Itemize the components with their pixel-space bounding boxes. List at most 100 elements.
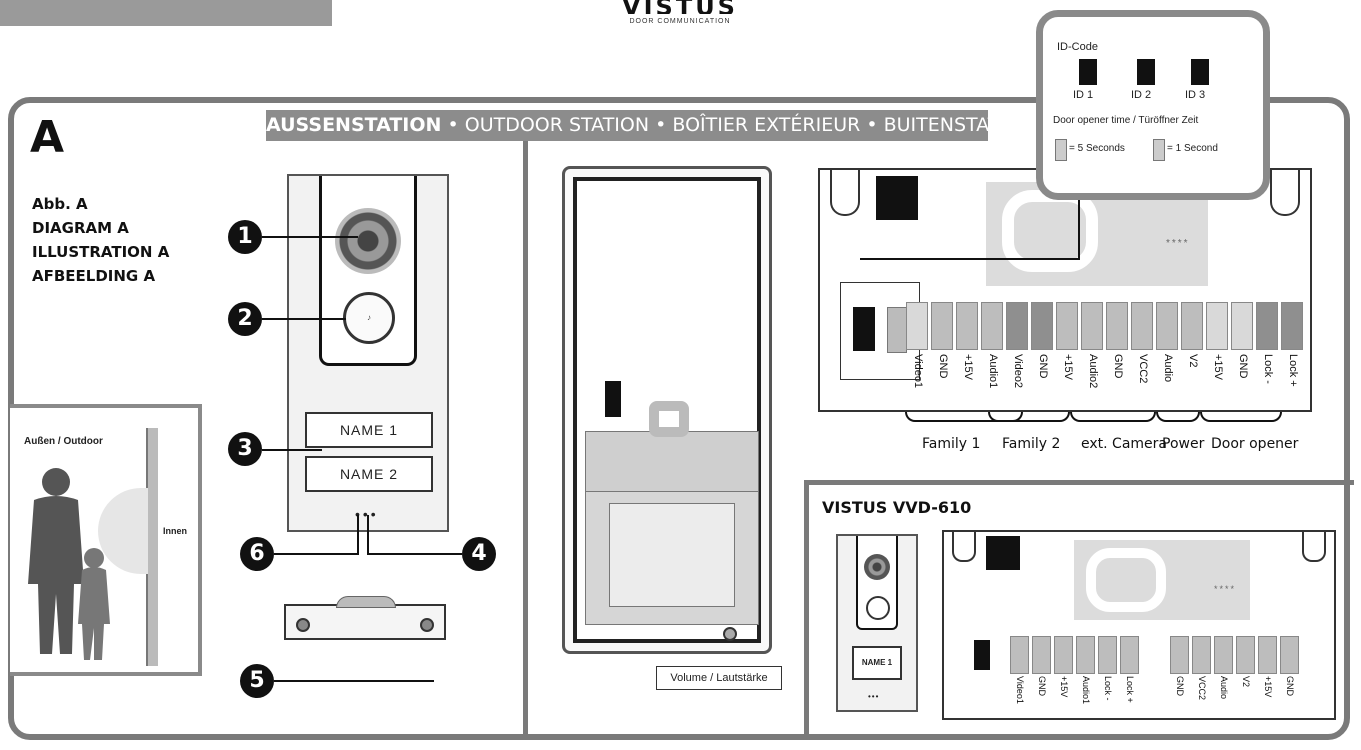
- mic-dots: •••: [355, 506, 379, 522]
- terminal-screw: [1256, 302, 1278, 350]
- vvd610-stars: ****: [1214, 584, 1237, 594]
- station-bottom-view: [284, 604, 446, 640]
- section-letter: A: [30, 112, 65, 163]
- terminal-screw: [1281, 302, 1303, 350]
- banner-part-nl: BUITENSTATION: [883, 114, 988, 136]
- dip-switch-time[interactable]: [887, 307, 907, 353]
- terminal-screw: [1156, 302, 1178, 350]
- vvd610-terminal-label: Video1: [1015, 676, 1025, 704]
- terminal-label: +15V: [1212, 354, 1224, 380]
- group-family1: Family 1: [922, 436, 981, 452]
- vvd610-divider-v: [804, 480, 809, 740]
- time-label-5s: = 5 Seconds: [1069, 143, 1125, 154]
- diagram-label-list: Abb. A DIAGRAM A ILLUSTRATION A AFBEELDI…: [32, 192, 169, 288]
- diagram-label-en: DIAGRAM A: [32, 219, 129, 237]
- terminal-screw: [931, 302, 953, 350]
- pcb-mount-hole-left: [830, 168, 860, 216]
- terminal-label: GND: [1237, 354, 1249, 379]
- id-label-2: ID 2: [1131, 89, 1152, 101]
- vvd610-terminal-label: Lock -: [1103, 676, 1113, 701]
- banner-part-en: OUTDOOR STATION: [464, 114, 650, 136]
- vvd610-name-plate[interactable]: NAME 1: [852, 646, 902, 680]
- terminal-label: GND: [937, 354, 949, 379]
- brand-logo: VISTUS DOOR COMMUNICATION: [590, 0, 770, 34]
- people-silhouette: [28, 468, 110, 660]
- diagram-label-de: Abb. A: [32, 195, 88, 213]
- terminal-label: Lock -: [1262, 354, 1274, 384]
- name-plate-2[interactable]: NAME 2: [305, 456, 433, 492]
- bottom-screw-left: [296, 618, 310, 632]
- time-switch-1s: [1153, 139, 1165, 161]
- time-switch-5s: [1055, 139, 1067, 161]
- brace-family2: [988, 412, 1070, 422]
- pcb-mount-hole-right: [1270, 168, 1300, 216]
- back-coil: [649, 401, 689, 437]
- id-switch-3[interactable]: [1191, 59, 1209, 85]
- dip-switch-id[interactable]: [853, 307, 875, 351]
- terminal-screw: [1081, 302, 1103, 350]
- adult-body: [28, 496, 84, 654]
- terminal-label: GND: [1037, 354, 1049, 379]
- vvd610-coil: [1086, 548, 1166, 612]
- terminal-label: Video1: [912, 354, 924, 389]
- vvd610-lens: [864, 554, 890, 580]
- callout-1-line: [262, 236, 358, 238]
- time-label-1s: = 1 Second: [1167, 143, 1218, 154]
- vvd610-terminal-screw: [1032, 636, 1051, 674]
- bell-button[interactable]: ♪: [343, 292, 395, 344]
- vvd610-button[interactable]: [866, 596, 890, 620]
- vvd610-terminal-screw: [1120, 636, 1139, 674]
- terminal-label: +15V: [1062, 354, 1074, 380]
- terminal-screw: [1006, 302, 1028, 350]
- callout-2: 2: [228, 302, 262, 336]
- vvd610-terminal-screw: [1258, 636, 1277, 674]
- side-view-indoor-label: Innen: [163, 526, 187, 536]
- vvd610-terminal-label: GND: [1037, 676, 1047, 696]
- vvd610-component-black: [986, 536, 1020, 570]
- id-switch-1[interactable]: [1079, 59, 1097, 85]
- terminal-label: VCC2: [1137, 354, 1149, 384]
- volume-knob[interactable]: [723, 627, 737, 641]
- child-body: [78, 567, 110, 660]
- center-divider: [523, 140, 528, 740]
- group-power: Power: [1162, 436, 1205, 452]
- vvd610-terminal-label: Lock +: [1125, 676, 1135, 703]
- door-time-title: Door opener time / Türöffner Zeit: [1053, 115, 1199, 126]
- station-bottom-lens: [336, 596, 396, 608]
- callout-4: 4: [462, 537, 496, 571]
- vvd610-terminal-label: +15V: [1263, 676, 1273, 698]
- callout-4-line-h: [368, 553, 462, 555]
- pcb-coil: [1002, 190, 1098, 272]
- terminal-screw: [1206, 302, 1228, 350]
- terminal-screw: [906, 302, 928, 350]
- terminal-screw: [981, 302, 1003, 350]
- vvd610-terminal-screw: [1170, 636, 1189, 674]
- terminal-label: +15V: [962, 354, 974, 380]
- terminal-label: V2: [1187, 354, 1199, 368]
- banner-part-de: AUSSENSTATION: [266, 114, 442, 136]
- id-label-1: ID 1: [1073, 89, 1094, 101]
- volume-label: Volume / Lautstärke: [656, 666, 782, 690]
- id-switch-2[interactable]: [1137, 59, 1155, 85]
- pcb-to-id-panel-line: [860, 258, 1080, 260]
- terminal-label: Audio: [1162, 354, 1174, 383]
- terminal-label: Audio1: [987, 354, 999, 389]
- side-view-outdoor-label: Außen / Outdoor: [24, 436, 103, 447]
- terminal-screw: [1031, 302, 1053, 350]
- vvd610-terminal-screw: [1098, 636, 1117, 674]
- id-label-3: ID 3: [1185, 89, 1206, 101]
- id-code-panel: ID-Code ID 1 ID 2 ID 3 Door opener time …: [1036, 10, 1270, 200]
- callout-5-line-h: [274, 680, 434, 682]
- terminal-screw: [1181, 302, 1203, 350]
- vvd610-dip-switch[interactable]: [974, 640, 990, 670]
- id-code-title: ID-Code: [1057, 41, 1098, 53]
- vvd610-terminal-label: Audio: [1219, 676, 1229, 700]
- callout-5: 5: [240, 664, 274, 698]
- name-plate-1[interactable]: NAME 1: [305, 412, 433, 448]
- diagram-label-fr: ILLUSTRATION A: [32, 243, 170, 261]
- terminal-label: GND: [1112, 354, 1124, 379]
- callout-1: 1: [228, 220, 262, 254]
- callout-2-line: [262, 318, 346, 320]
- terminal-label: Audio2: [1087, 354, 1099, 389]
- bell-icon: ♪: [367, 313, 371, 322]
